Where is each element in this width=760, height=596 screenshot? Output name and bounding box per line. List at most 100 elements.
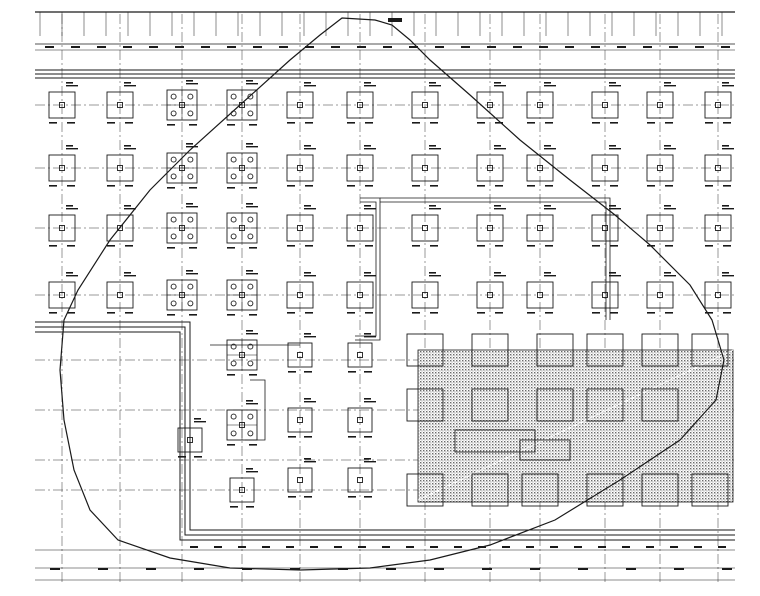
cap-dim	[430, 245, 438, 247]
cap-note	[124, 145, 131, 147]
pile-cap	[48, 214, 76, 242]
dim-text-mark	[669, 46, 678, 48]
pile-cap	[287, 407, 313, 433]
pile-cap	[591, 154, 619, 182]
pile-cap	[346, 281, 374, 309]
pile-cap	[287, 342, 313, 368]
dim-text-mark	[190, 546, 198, 548]
column	[59, 165, 65, 171]
cap-note	[544, 275, 556, 277]
column	[602, 102, 608, 108]
raft-cap	[521, 473, 559, 507]
cap-dim	[495, 122, 503, 124]
cap-note	[494, 82, 501, 84]
dim-text-mark	[201, 46, 210, 48]
cap-note	[664, 275, 676, 277]
cap-dim	[647, 312, 655, 314]
raft-cap	[586, 333, 624, 367]
cap-note	[124, 275, 136, 277]
cap-note	[364, 145, 371, 147]
pile-cap	[591, 281, 619, 309]
column	[357, 102, 363, 108]
cap-note	[246, 203, 253, 205]
dim-text-mark	[526, 546, 534, 548]
dim-text-mark	[461, 46, 470, 48]
pile	[247, 216, 254, 223]
cap-dim	[347, 122, 355, 124]
dim-text-mark	[670, 546, 678, 548]
column	[715, 165, 721, 171]
raft-cap	[471, 333, 509, 367]
cap-dim	[348, 371, 356, 373]
cap-dim	[412, 185, 420, 187]
cap-note	[246, 471, 258, 473]
cap-dim	[527, 312, 535, 314]
column	[117, 165, 123, 171]
cap-dim	[227, 374, 235, 376]
top-beam-lines	[35, 69, 735, 79]
cap-note	[429, 148, 441, 150]
raft-cap	[471, 473, 509, 507]
cap-note	[494, 205, 501, 207]
dim-text-mark	[482, 568, 492, 570]
pile-cap	[286, 214, 314, 242]
pile	[230, 93, 237, 100]
pile-cap	[287, 467, 313, 493]
cap-note	[194, 421, 206, 423]
column	[357, 225, 363, 231]
cap-dim	[412, 122, 420, 124]
cap-dim	[347, 185, 355, 187]
raft-cap	[641, 473, 679, 507]
column	[715, 102, 721, 108]
dim-text-mark	[598, 546, 606, 548]
hatched-raft-area	[417, 349, 734, 503]
cap-note	[304, 85, 316, 87]
cap-note	[664, 272, 671, 274]
column	[357, 292, 363, 298]
cap-note	[364, 458, 371, 460]
pile	[230, 300, 237, 307]
pile-cap	[229, 477, 255, 503]
raft-cap	[641, 333, 679, 367]
cap-note	[609, 145, 616, 147]
cap-note	[429, 82, 436, 84]
pile	[247, 413, 254, 420]
pile-cap	[106, 154, 134, 182]
cap-dim	[592, 245, 600, 247]
cap-dim	[167, 187, 175, 189]
cap-dim	[67, 312, 75, 314]
raft-cap	[471, 388, 509, 422]
cap-dim	[305, 185, 313, 187]
dim-text-mark	[286, 546, 294, 548]
dim-text-mark	[550, 546, 558, 548]
cap-note	[429, 85, 441, 87]
dim-text-mark	[194, 568, 204, 570]
pile-cap	[646, 154, 674, 182]
cap-dim	[125, 185, 133, 187]
dim-text-mark	[530, 568, 540, 570]
pile	[247, 300, 254, 307]
raft-beam	[454, 429, 536, 453]
pile	[230, 343, 237, 350]
cap-note	[186, 206, 198, 208]
pile-cap	[591, 91, 619, 119]
cap-dim	[705, 122, 713, 124]
cap-note	[722, 82, 729, 84]
cap-note	[429, 272, 436, 274]
cap-note	[304, 401, 316, 403]
dim-text-mark	[279, 46, 288, 48]
cap-dim	[189, 187, 197, 189]
pile	[187, 93, 194, 100]
pile-cap	[411, 281, 439, 309]
cap-dim	[592, 122, 600, 124]
cap-note	[246, 333, 258, 335]
raft-cap	[691, 333, 729, 367]
cap-note	[124, 82, 131, 84]
cap-dim	[107, 312, 115, 314]
column	[297, 165, 303, 171]
column	[422, 102, 428, 108]
cap-dim	[288, 436, 296, 438]
cap-note	[364, 336, 376, 338]
cap-note	[304, 461, 316, 463]
cap-note	[304, 205, 311, 207]
